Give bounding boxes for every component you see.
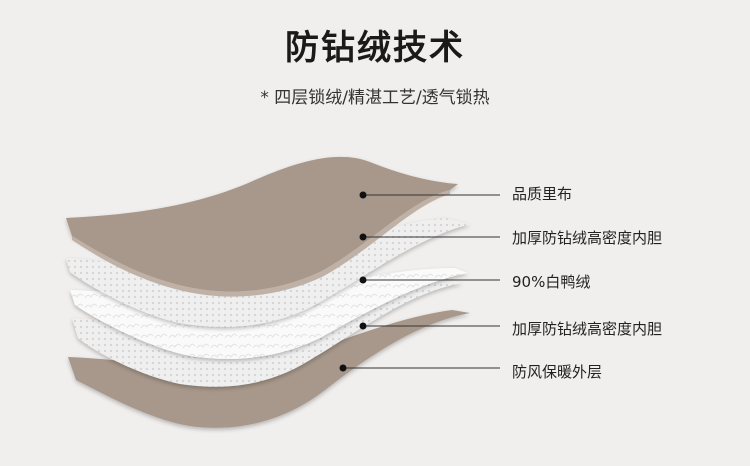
page-subtitle: * 四层锁绒/精湛工艺/透气锁热 <box>260 88 490 108</box>
label-lower-liner: 加厚防钻绒高密度内胆 <box>512 320 663 338</box>
lining-fabric-layer <box>66 156 458 292</box>
leader-lines <box>343 194 500 369</box>
label-upper-liner: 加厚防钻绒高密度内胆 <box>512 229 663 247</box>
label-lining-fabric: 品质里布 <box>512 185 573 203</box>
page-title: 防钻绒技术 <box>285 28 465 68</box>
label-outer-shell: 防风保暖外层 <box>512 363 603 381</box>
leader-dots <box>339 191 367 372</box>
label-down-fill: 90%白鸭绒 <box>512 273 591 291</box>
